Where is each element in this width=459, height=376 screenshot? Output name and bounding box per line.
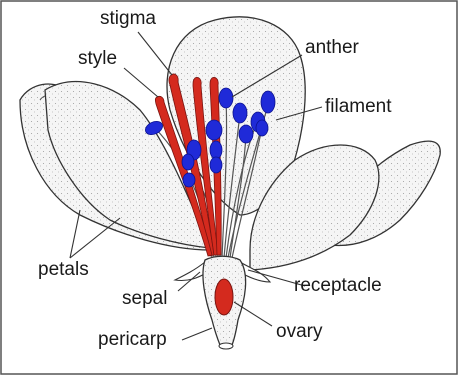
ovary-shape — [215, 279, 233, 315]
stem-end — [219, 343, 233, 349]
label-pericarp: pericarp — [98, 329, 167, 350]
label-receptacle: receptacle — [294, 275, 382, 296]
label-anther: anther — [305, 37, 360, 58]
label-ovary: ovary — [276, 321, 323, 342]
label-style: style — [78, 48, 117, 69]
label-filament: filament — [325, 96, 392, 117]
label-sepal: sepal — [122, 288, 167, 309]
label-petals: petals — [38, 259, 89, 280]
label-stigma: stigma — [100, 8, 156, 29]
